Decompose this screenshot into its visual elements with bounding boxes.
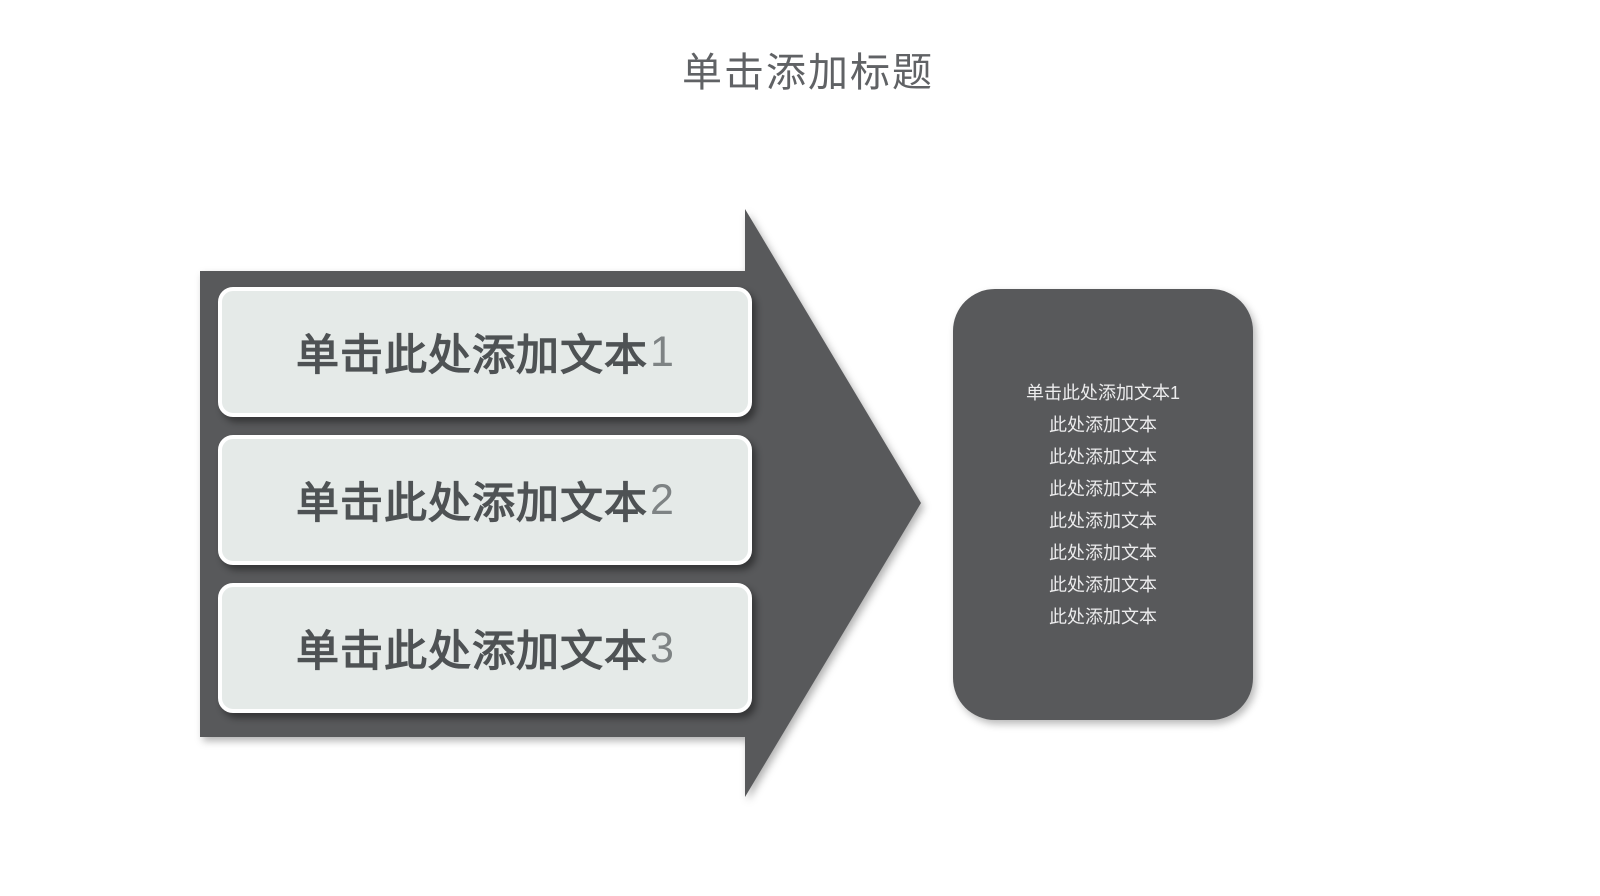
panel-line: 此处添加文本	[1049, 606, 1157, 627]
box-2-number: 2	[650, 475, 674, 524]
panel-line: 此处添加文本	[1049, 446, 1157, 467]
slide-title-placeholder[interactable]: 单击添加标题	[682, 51, 934, 95]
box-1-number: 1	[650, 327, 674, 376]
panel-line: 此处添加文本	[1049, 542, 1157, 563]
summary-panel[interactable]: 单击此处添加文本1 此处添加文本 此处添加文本 此处添加文本 此处添加文本 此处…	[953, 289, 1253, 720]
panel-line: 此处添加文本	[1049, 510, 1157, 531]
panel-line: 此处添加文本	[1049, 574, 1157, 595]
box-2-label: 单击此处添加文本	[296, 480, 649, 528]
panel-heading: 单击此处添加文本1	[1025, 382, 1180, 403]
panel-line: 此处添加文本	[1049, 414, 1157, 435]
box-1-label: 单击此处添加文本	[296, 332, 649, 380]
text-placeholder-box-3[interactable]: 单击此处添加文本 3	[218, 583, 752, 713]
panel-line: 此处添加文本	[1049, 478, 1157, 499]
text-placeholder-box-1[interactable]: 单击此处添加文本 1	[218, 287, 752, 417]
box-3-label: 单击此处添加文本	[296, 628, 649, 676]
text-placeholder-box-2[interactable]: 单击此处添加文本 2	[218, 435, 752, 565]
box-3-number: 3	[650, 623, 674, 672]
